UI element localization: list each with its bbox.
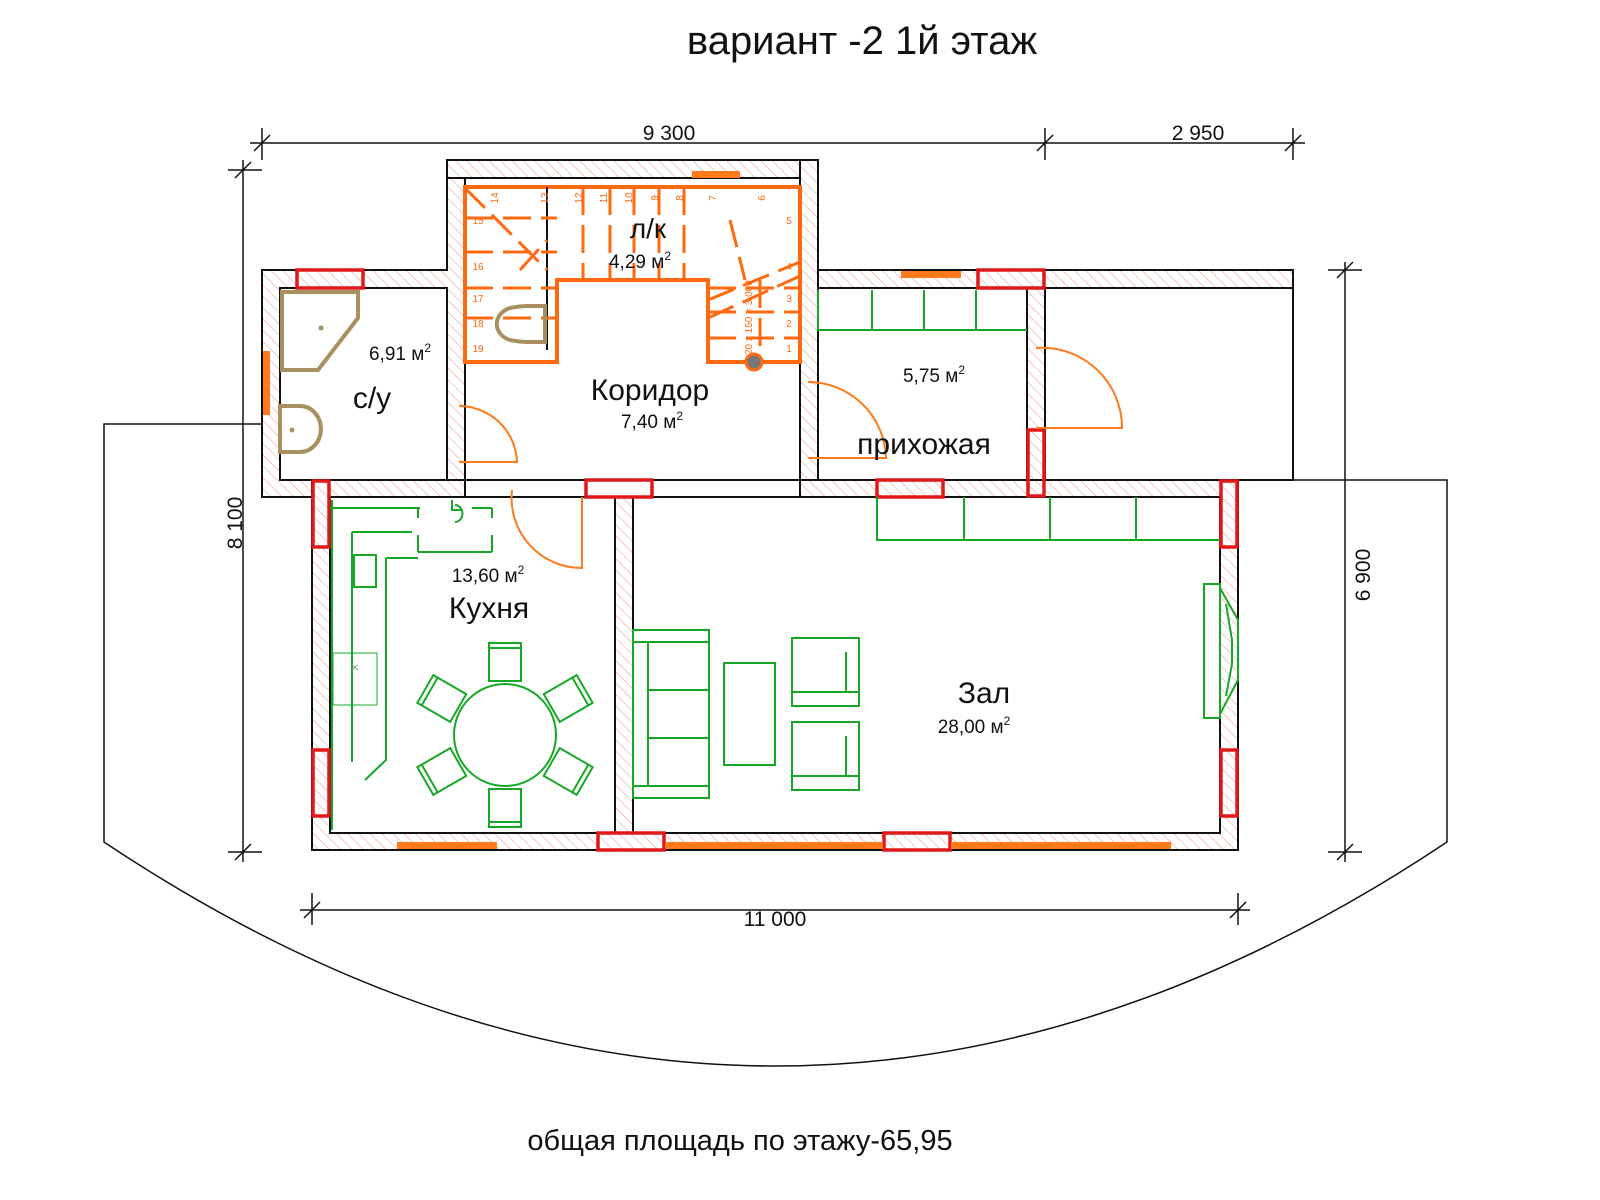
- stair-step-number: 8: [675, 195, 686, 201]
- total-area-caption: общая площадь по этажу-65,95: [527, 1125, 952, 1157]
- stair-step-number: 1: [786, 344, 792, 355]
- stair-step-number: 14: [490, 192, 501, 204]
- stair-step-number: 11: [599, 192, 610, 203]
- stair-step-number: 18: [472, 319, 484, 330]
- stair-spec: 20 x 150 = 3 000: [744, 280, 755, 355]
- stair-step-number: 5: [786, 216, 792, 227]
- stair-step-number: 13: [540, 192, 551, 204]
- room-labels: с/у 6,91 м2 л/к 4,29 м2 Коридор 7,40 м2 …: [353, 213, 1011, 738]
- room-name-entry: прихожая: [857, 428, 991, 461]
- chair-icon: [415, 746, 468, 797]
- hall-furniture: [632, 290, 1239, 799]
- stair-tread: [707, 260, 801, 302]
- chair-icon: [542, 673, 595, 724]
- svg-text:×: ×: [351, 659, 359, 675]
- dim-right: 6 900: [1352, 549, 1375, 602]
- dim-left: 8 100: [224, 497, 247, 550]
- room-name-corridor: Коридор: [591, 374, 709, 407]
- fireplace-icon: [1203, 583, 1239, 719]
- stair-step-number: 9: [650, 195, 661, 201]
- site-outline: [103, 423, 1448, 1067]
- stair-step-number: 17: [472, 294, 484, 305]
- chair-icon: [488, 788, 522, 828]
- toilet-icon: [494, 304, 547, 344]
- bathroom-fixtures: [278, 290, 547, 454]
- kitchen-furniture: ×: [330, 500, 595, 830]
- room-name-kitchen: Кухня: [449, 592, 529, 625]
- stair-tread: [518, 238, 549, 272]
- plan-title: вариант -2 1й этаж: [687, 19, 1037, 63]
- shower-icon: [280, 290, 360, 372]
- stair-step-number: 16: [472, 262, 484, 273]
- windows: [263, 171, 1239, 852]
- sink-icon: [278, 404, 323, 454]
- stair-tread: [707, 274, 801, 320]
- stair-step-number: 3: [786, 294, 792, 305]
- stair-step-number: 2: [786, 319, 792, 330]
- stair-tread: [463, 186, 549, 272]
- dimension-lines: [228, 128, 1362, 925]
- stair-tread: [728, 219, 747, 281]
- room-name-bathroom: с/у: [353, 382, 391, 415]
- room-area-bathroom: 6,91 м2: [369, 341, 431, 365]
- doors: [458, 346, 1124, 570]
- chair-icon: [488, 642, 522, 682]
- walls: [261, 159, 1294, 851]
- chair-icon: [415, 673, 468, 724]
- dim-top-left: 9 300: [643, 122, 696, 145]
- dim-bottom: 11 000: [744, 908, 807, 931]
- room-area-corridor: 7,40 м2: [621, 409, 683, 433]
- stair-step-number: 10: [624, 192, 635, 204]
- room-area-hall: 28,00 м2: [938, 714, 1011, 738]
- stair-step-number: 6: [757, 195, 768, 201]
- room-name-stairs: л/к: [630, 213, 667, 244]
- room-name-hall: Зал: [958, 677, 1010, 710]
- room-area-stairs: 4,29 м2: [609, 249, 671, 273]
- stair-step-number: 7: [708, 195, 719, 201]
- dim-top-right: 2 950: [1172, 122, 1225, 145]
- room-area-entry: 5,75 м2: [903, 363, 965, 387]
- room-area-kitchen: 13,60 м2: [452, 563, 525, 587]
- stair-step-number: 19: [472, 344, 484, 355]
- stair-step-number: 12: [574, 192, 585, 204]
- stair-step-number: 4: [786, 262, 792, 273]
- chair-icon: [542, 746, 595, 797]
- stair-step-number: 15: [472, 216, 484, 227]
